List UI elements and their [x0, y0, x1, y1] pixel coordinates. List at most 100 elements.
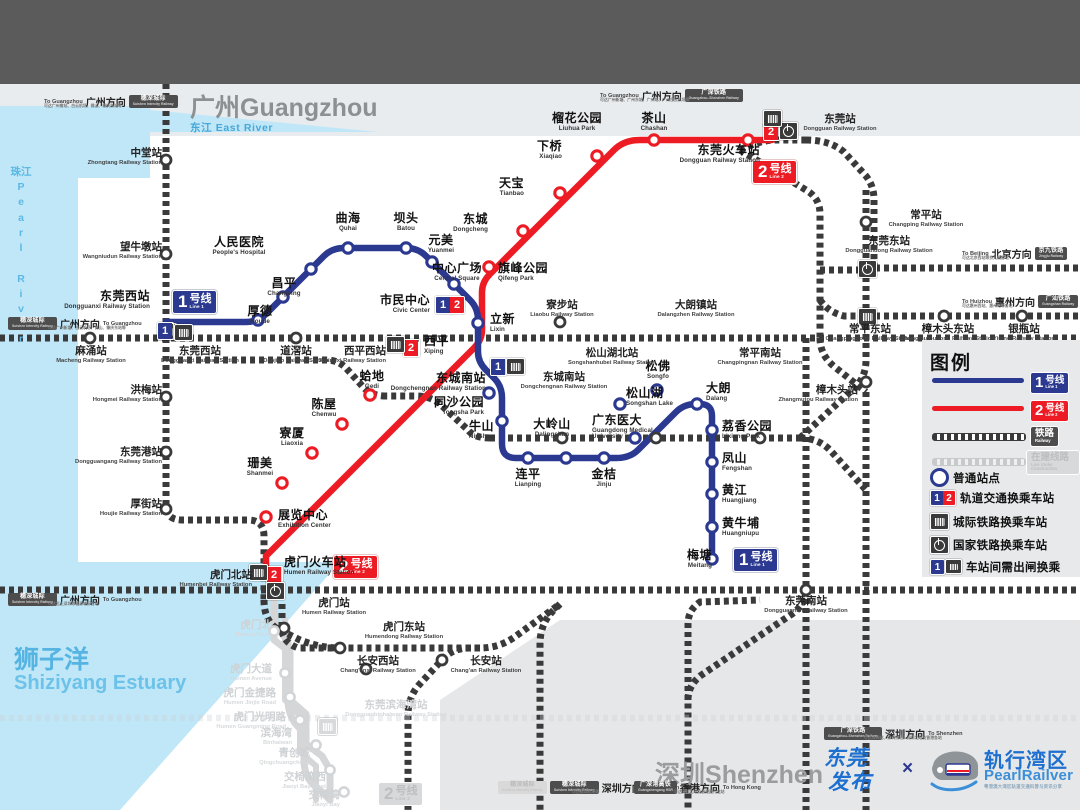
rail-icon-dongchengnan[interactable] [506, 358, 525, 375]
rail-station-zhangmutoudong[interactable]: 樟木头东站Zhangmutoudong Railway Station [901, 323, 995, 342]
legend-item-metro-interchange: 1 2 轨道交通换乘车站 [930, 490, 1054, 506]
estuary-label-cn: 狮子洋 [14, 646, 90, 674]
pearlrailver-logo: 轨行湾区 PearlRailver 粤港澳大湾区轨道交通科普与资讯分享 [928, 744, 1078, 798]
rail-icon-humenbei[interactable] [249, 564, 268, 581]
railway-station-dots [83, 153, 1029, 676]
rail-icon-dongguan[interactable] [763, 110, 782, 127]
rail-icon-dongguanxi-2[interactable] [174, 324, 193, 341]
normal-station-icon [930, 468, 949, 487]
train-icon [930, 751, 978, 792]
ghost-station-dots [268, 625, 350, 798]
national-rail-icon-dongguandong[interactable] [858, 260, 877, 278]
rail-icon-xipingxi[interactable] [386, 336, 405, 353]
national-rail-icon-dongguan[interactable] [779, 122, 798, 140]
national-rail-icon-humen[interactable] [266, 582, 285, 600]
rail-icon-changpingdong[interactable] [858, 308, 877, 325]
interchange-xiping[interactable]: 2 [403, 339, 420, 357]
interchange-dongguanxi[interactable]: 1 [157, 322, 174, 340]
legend-railway-row [932, 433, 1026, 441]
line-1-stations [251, 241, 719, 566]
interchange-dongchengnan[interactable]: 1 [490, 358, 507, 376]
legend-line-1-swatch [932, 378, 1024, 383]
river-label-pearl-river: 珠江PearlRiver [10, 166, 32, 346]
line-2-stations [259, 133, 755, 524]
rail-station-yiping[interactable]: 银瓶站Yiping Railway Station [993, 323, 1055, 342]
legend-uc-row [932, 458, 1026, 466]
legend-item-out-of-gate: 1 车站间需出闸换乘 [930, 559, 1060, 575]
